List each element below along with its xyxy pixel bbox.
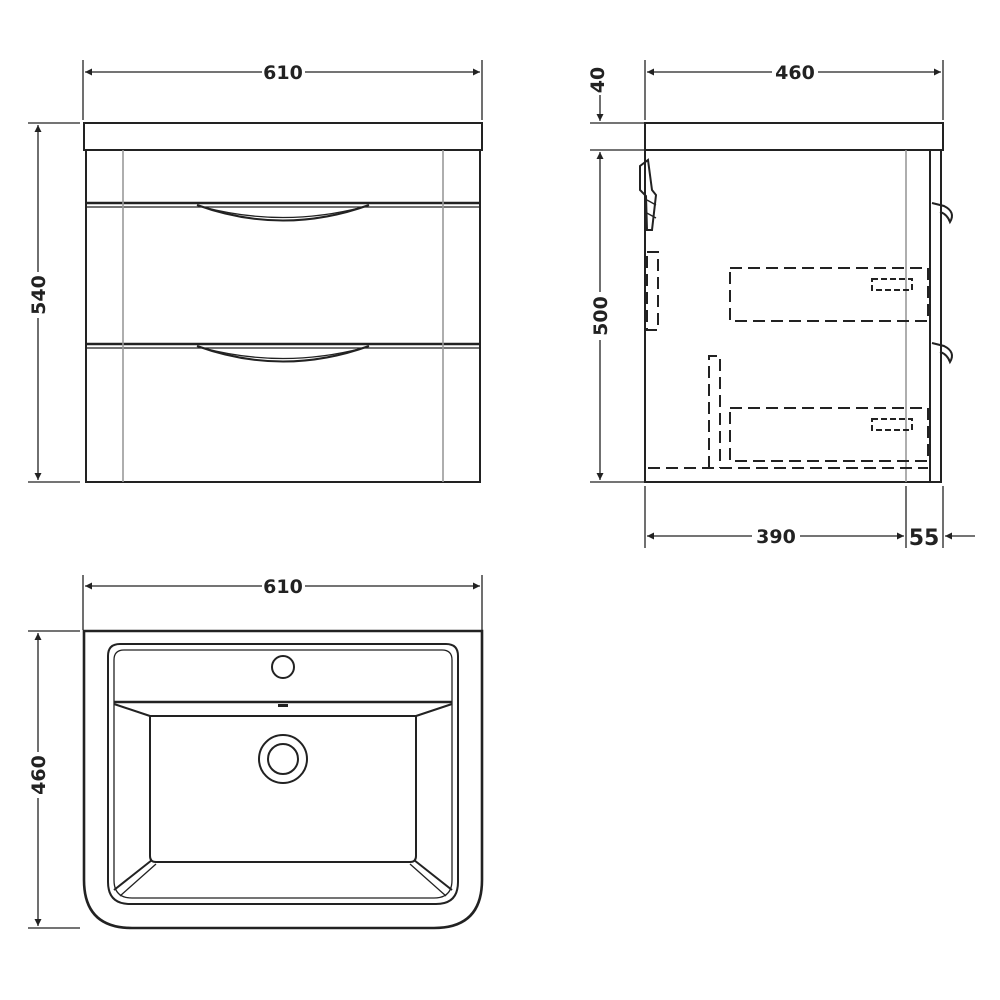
side-base-label: 390 [756, 526, 796, 548]
tap-hole [271, 655, 295, 679]
side-base-dimension: 390 [644, 486, 907, 548]
side-drawer-front [929, 149, 942, 483]
side-lower-handle [931, 342, 953, 365]
basin-width-dimension: 610 [82, 575, 483, 630]
side-view: 460 40 500 [587, 60, 975, 551]
basin-depth-label: 460 [28, 755, 50, 795]
tap-assembly [639, 158, 659, 331]
side-carcass [644, 149, 931, 483]
top-thickness-label: 40 [587, 67, 609, 93]
side-handle-offset-label: 55 [909, 526, 940, 551]
front-height-dimension: 540 [28, 122, 80, 483]
upper-drawer-handle [196, 204, 370, 222]
basin-plan-view: 610 460 [28, 575, 484, 930]
basin-inner-rim [107, 643, 459, 905]
front-view: 610 540 [28, 60, 483, 483]
side-height-label: 500 [590, 296, 612, 336]
side-handle-offset-dimension: 55 [909, 486, 975, 551]
front-height-label: 540 [28, 275, 50, 315]
top-thickness-dimension: 40 [587, 67, 645, 124]
side-upper-handle [931, 202, 953, 225]
front-carcass [85, 149, 481, 483]
lower-drawer-box [729, 407, 929, 462]
basin-depth-dimension: 460 [28, 630, 80, 929]
side-depth-dimension: 460 [644, 60, 944, 120]
side-depth-label: 460 [775, 62, 815, 84]
upper-drawer-box [729, 267, 929, 322]
waste-trap [708, 355, 721, 468]
side-worktop [644, 122, 944, 151]
front-worktop [83, 122, 483, 151]
waste-outlet [258, 734, 308, 784]
basin-width-label: 610 [263, 576, 303, 598]
basin-outline [82, 629, 484, 930]
lower-drawer-handle [196, 345, 370, 363]
overflow-slot [278, 704, 288, 707]
basin-bowl [149, 715, 417, 863]
front-width-label: 610 [263, 62, 303, 84]
front-width-dimension: 610 [82, 60, 483, 120]
side-height-dimension: 500 [590, 149, 645, 483]
